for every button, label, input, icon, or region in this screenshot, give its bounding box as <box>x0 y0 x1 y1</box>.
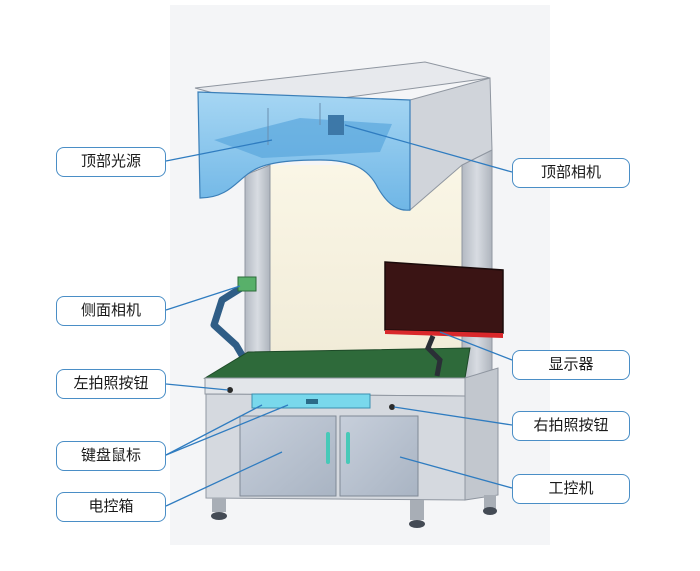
right-upright <box>461 149 493 381</box>
leg <box>212 498 226 512</box>
callout-control-box: 电控箱 <box>56 492 166 522</box>
control-box-door <box>239 415 337 497</box>
callout-side-camera: 侧面相机 <box>56 296 166 326</box>
caster <box>483 507 497 515</box>
cabinet-side <box>464 367 499 501</box>
light-diffuser <box>214 118 392 158</box>
callout-keyboard-mouse: 键盘鼠标 <box>56 441 166 471</box>
callout-left-photo-button: 左拍照按钮 <box>56 369 166 399</box>
keyboard-handle <box>306 399 318 404</box>
leader-monitor <box>439 331 513 361</box>
leader-top-light <box>165 139 273 162</box>
door-handle-right <box>346 432 350 464</box>
left-photo-button <box>227 387 233 393</box>
callout-industrial-pc: 工控机 <box>512 474 630 504</box>
door-handle-left <box>326 432 330 464</box>
leader-control-box <box>165 451 283 507</box>
leg <box>484 495 496 509</box>
leader-keyboard-mouse-a <box>165 404 263 456</box>
leader-lines <box>165 124 513 507</box>
leader-right-button <box>393 406 513 426</box>
leg <box>410 500 424 520</box>
leader-keyboard-mouse-b <box>165 404 289 456</box>
caster <box>211 512 227 520</box>
monitor-arm <box>425 335 443 377</box>
side-camera <box>237 276 257 292</box>
callout-monitor: 显示器 <box>512 350 630 380</box>
pc-door <box>339 415 419 497</box>
leader-top-camera <box>344 124 513 173</box>
leader-side-camera <box>165 285 241 311</box>
callout-right-photo-button: 右拍照按钮 <box>512 411 630 441</box>
callout-top-camera: 顶部相机 <box>512 158 630 188</box>
leader-left-button <box>165 383 229 391</box>
side-camera-arm <box>210 282 250 364</box>
callout-top-light-source: 顶部光源 <box>56 147 166 177</box>
monitor <box>384 261 504 334</box>
leader-industrial-pc <box>399 456 513 489</box>
caster <box>409 520 425 528</box>
desk-front <box>204 377 466 397</box>
top-camera <box>328 115 344 135</box>
right-photo-button <box>389 404 395 410</box>
